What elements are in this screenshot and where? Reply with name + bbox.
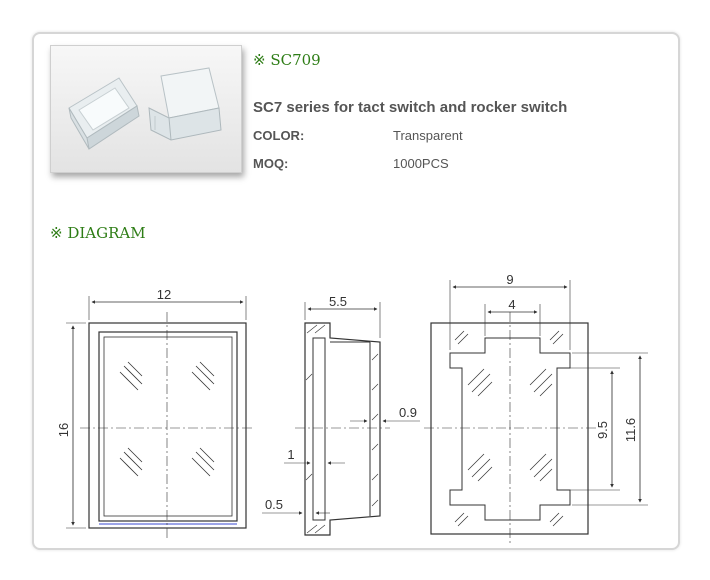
side-lip-label: 1 <box>287 447 294 462</box>
spec-value-moq: 1000PCS <box>393 156 449 171</box>
side-view <box>262 302 420 536</box>
spec-label-color: COLOR: <box>253 128 305 143</box>
back-outer-label: 9 <box>506 272 513 287</box>
product-code: ※ SC709 <box>253 51 321 69</box>
switch-cover-image <box>68 67 222 150</box>
front-view <box>66 296 255 540</box>
spec-label-moq: MOQ: <box>253 156 289 171</box>
back-overall-label: 11.6 <box>623 418 638 442</box>
spec-value-color: Transparent <box>393 128 463 143</box>
side-wall-label: 0.9 <box>399 405 417 420</box>
back-window-label: 9.5 <box>595 421 610 439</box>
back-inner-label: 4 <box>508 297 515 312</box>
back-view <box>424 280 648 545</box>
product-subtitle: SC7 series for tact switch and rocker sw… <box>253 99 568 116</box>
front-height-label: 16 <box>56 423 71 437</box>
side-depth-label: 5.5 <box>329 294 347 309</box>
diagram-heading: ※ DIAGRAM <box>50 224 146 242</box>
side-flange-label: 0.5 <box>265 497 283 512</box>
product-photo <box>50 45 242 173</box>
front-width-label: 12 <box>157 287 171 302</box>
